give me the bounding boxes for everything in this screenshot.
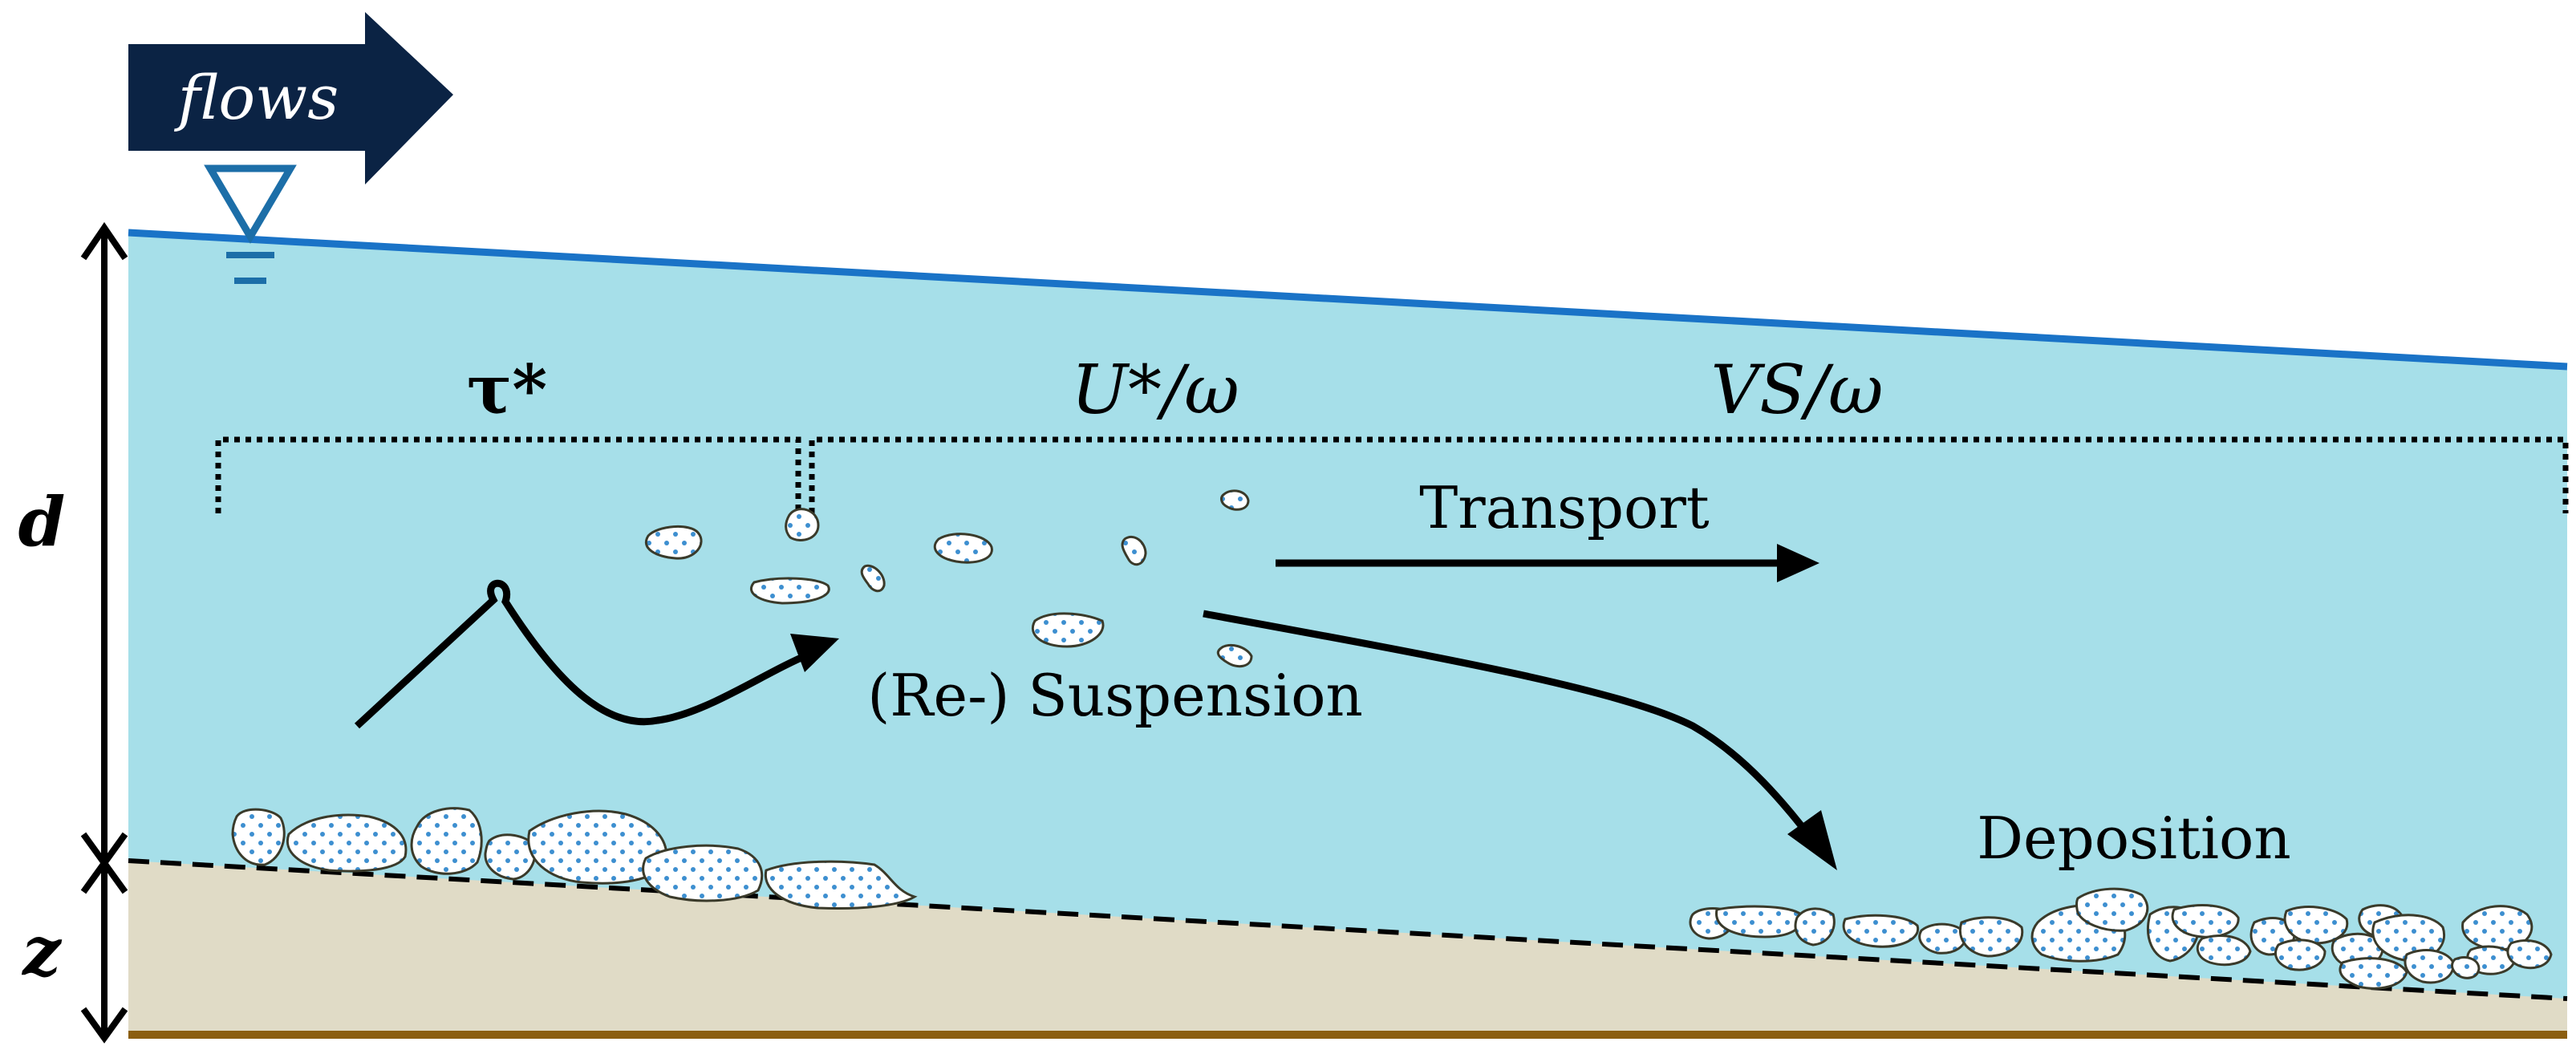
bed-dimension-arrow	[80, 857, 128, 1044]
deposited-particle	[2274, 938, 2327, 971]
bed-particle	[484, 833, 537, 881]
deposited-particle	[2461, 905, 2533, 951]
deposited-particles	[1689, 887, 2553, 990]
bed-surface-dashed-line	[128, 858, 2568, 1001]
resuspension-label: (Re-) Suspension	[867, 662, 1363, 729]
water-level-triangle-icon	[204, 164, 297, 284]
deposited-particle	[2404, 949, 2455, 984]
tau-bracket	[215, 436, 801, 513]
deposited-particle	[2506, 939, 2553, 970]
bed-particle	[410, 807, 483, 875]
sediment-bed	[128, 861, 2567, 1035]
deposited-particle	[2196, 934, 2252, 967]
shields-parameter-label: τ*	[467, 350, 547, 429]
deposited-particle	[1959, 916, 2024, 958]
upstream-bed-particles	[231, 807, 918, 910]
deposited-particle	[2283, 906, 2349, 945]
deposited-particle	[2075, 887, 2149, 932]
suspended-particle	[749, 577, 830, 605]
deposited-particle	[1918, 922, 1967, 955]
transport-label: Transport	[1419, 474, 1710, 541]
right-arrow-icon	[128, 12, 453, 184]
bed-particle	[642, 844, 764, 902]
bed-particle	[764, 860, 918, 910]
flow-direction-arrow: flows	[128, 12, 453, 184]
deposition-label: Deposition	[1977, 805, 2290, 872]
deposited-particle	[1794, 907, 1836, 946]
suspended-particle	[860, 564, 886, 593]
dimensionless-bracket	[809, 436, 2569, 513]
resuspension-arrowhead	[790, 634, 839, 672]
deposition-arrowhead	[1787, 810, 1837, 870]
depth-label: d	[18, 482, 66, 561]
resuspension-trajectory	[354, 579, 812, 729]
deposition-trajectory	[1203, 610, 1816, 843]
bed-particle	[286, 813, 408, 873]
settling-ratio-label: VS/ω	[1710, 351, 1883, 429]
transport-arrowhead	[1777, 544, 1819, 582]
deposited-particle	[1842, 914, 1920, 948]
suspended-particle	[785, 508, 820, 541]
suspended-particle	[644, 525, 703, 560]
suspended-particle	[1032, 612, 1105, 648]
suspended-particle	[933, 533, 993, 564]
deposited-particle	[2171, 904, 2240, 938]
water-body	[128, 233, 2567, 1035]
deposited-particle	[2451, 956, 2481, 979]
deposited-particle	[2339, 957, 2408, 990]
suspended-particle	[1220, 489, 1250, 511]
depth-dimension-arrow	[80, 221, 128, 869]
suspended-particle	[1216, 643, 1253, 668]
water-surface-line	[128, 229, 2568, 371]
rouse-parameter-label: U*/ω	[1071, 351, 1239, 429]
suspended-particle	[1121, 535, 1147, 566]
flows-label: flows	[174, 62, 339, 133]
bed-particle	[231, 808, 286, 866]
bed-thickness-label: z	[21, 911, 63, 991]
suspended-particles	[644, 489, 1253, 668]
